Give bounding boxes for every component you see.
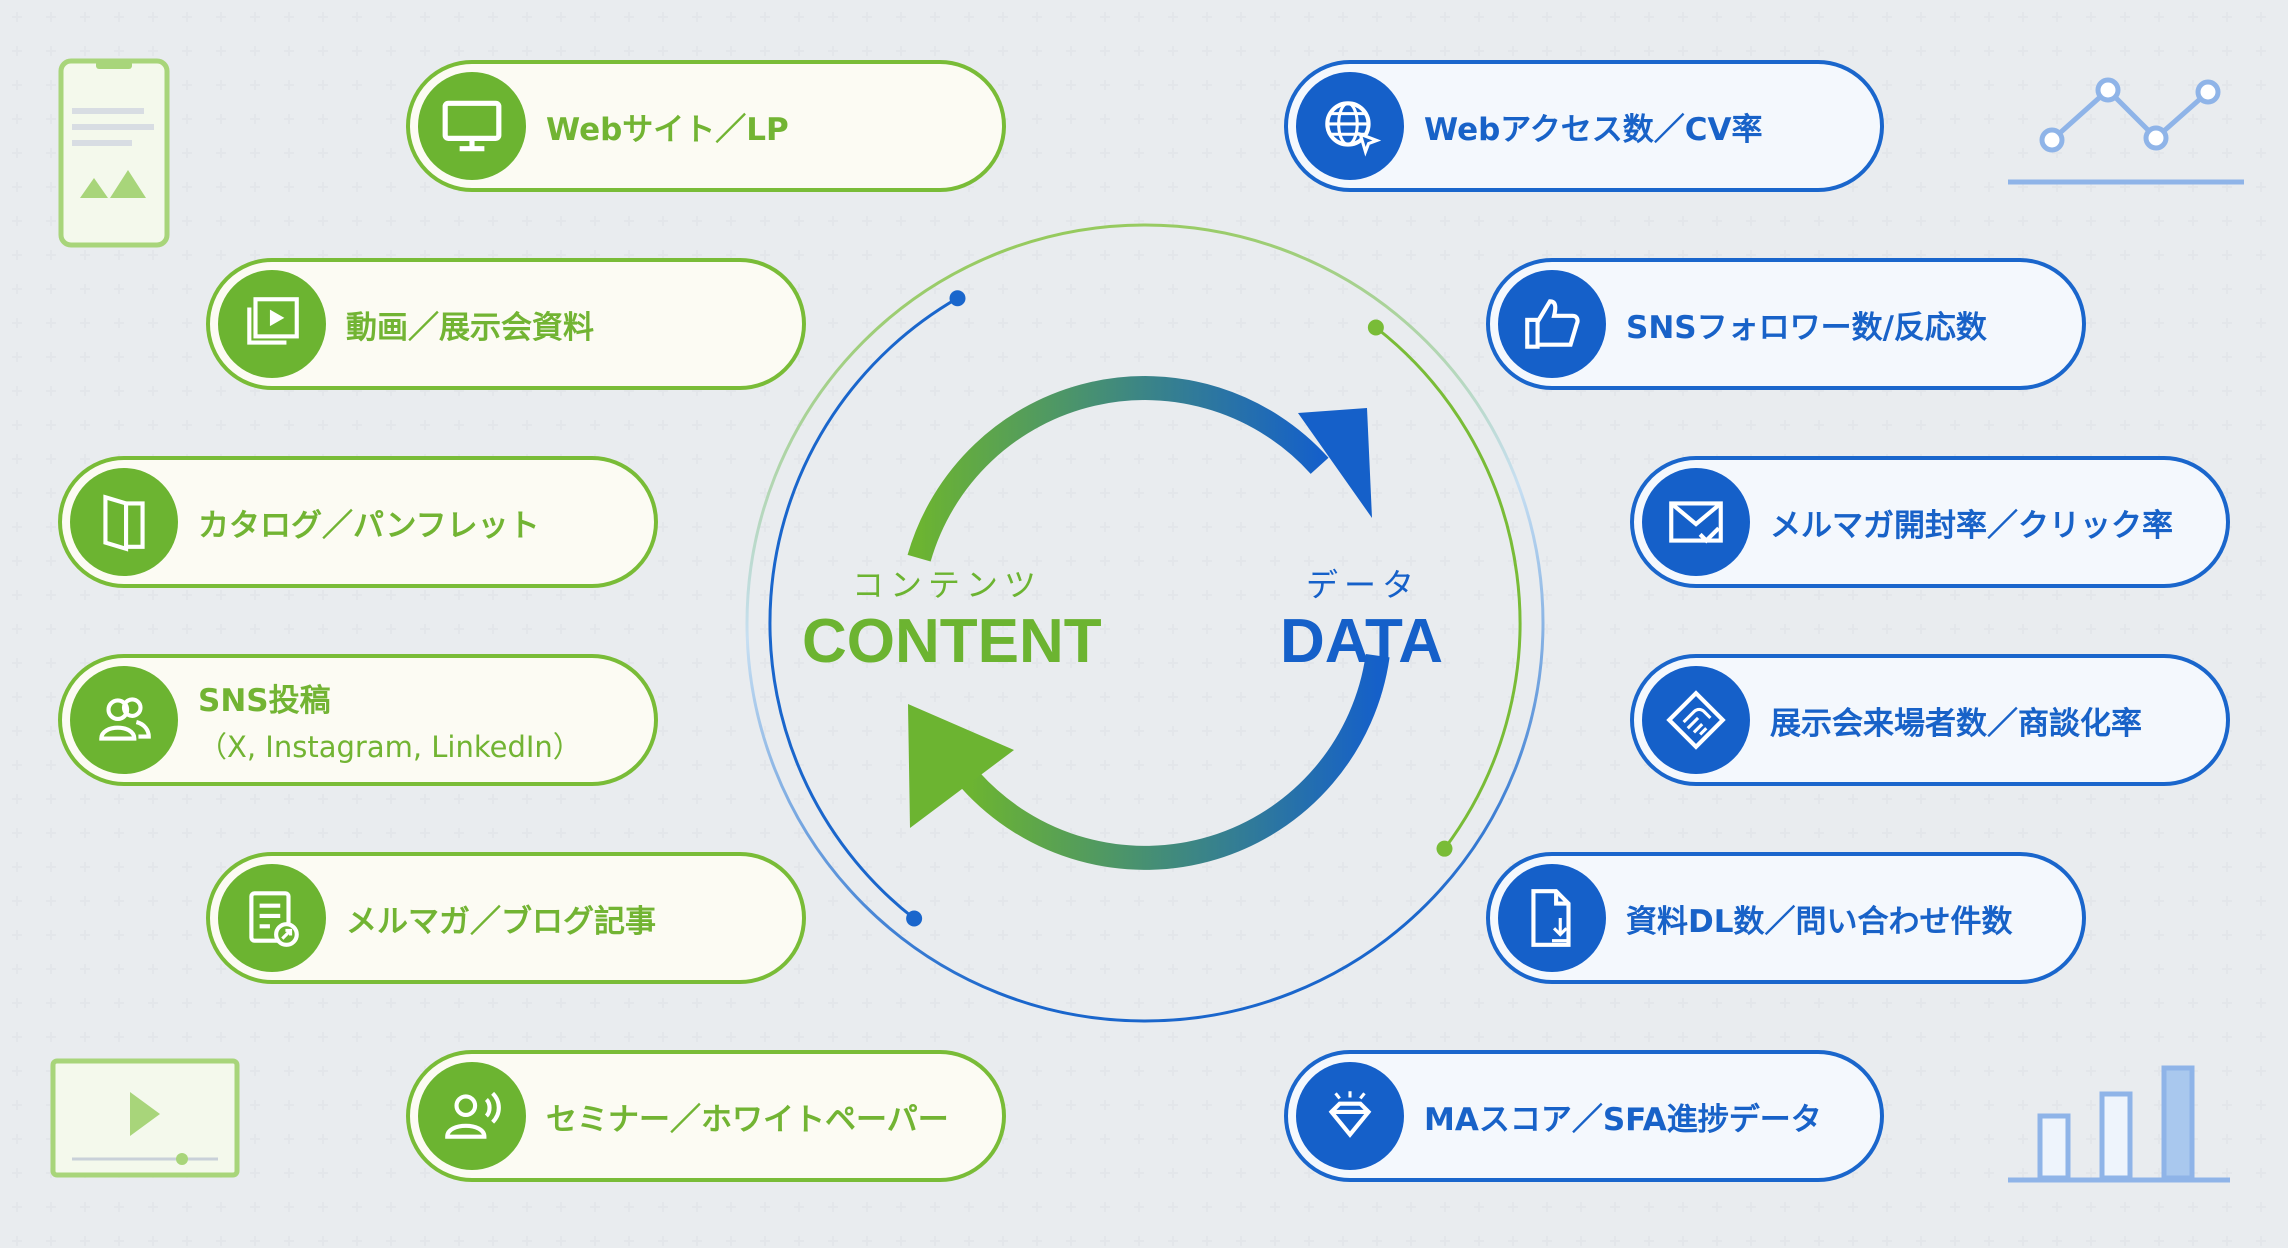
- content-item-sns: SNS投稿 （X, Instagram, LinkedIn）: [58, 654, 658, 786]
- monitor-icon: [418, 72, 526, 180]
- content-label: CONTENT: [802, 607, 1102, 676]
- brochure-icon: [70, 468, 178, 576]
- data-item-label: メルマガ開封率／クリック率: [1770, 507, 2173, 544]
- data-label: DATA: [1280, 607, 1443, 676]
- data-item-label: MAスコア／SFA進捗データ: [1424, 1101, 1822, 1138]
- sns-sub-label: （X, Instagram, LinkedIn）: [198, 729, 582, 764]
- data-item-label: Webアクセス数／CV率: [1424, 111, 1763, 148]
- video-slides-icon: [218, 270, 326, 378]
- bar-chart-illustration: [2008, 1065, 2230, 1183]
- cycle-diagram: [745, 223, 1545, 1023]
- smartphone-illustration: [58, 58, 170, 248]
- orbit-arc-green: [1374, 326, 1522, 850]
- data-item-download: 資料DL数／問い合わせ件数: [1486, 852, 2086, 984]
- cycle-arrow-top: [907, 376, 1329, 562]
- data-item-label: 展示会来場者数／商談化率: [1770, 705, 2142, 742]
- cycle-arrow-bottom: [961, 654, 1390, 870]
- data-item-web-access: Webアクセス数／CV率: [1284, 60, 1884, 192]
- content-item-label: メルマガ／ブログ記事: [346, 903, 656, 940]
- sns-label: SNS投稿: [198, 682, 331, 719]
- data-item-label: 資料DL数／問い合わせ件数: [1626, 903, 2013, 940]
- orbit-dot-blue: [949, 290, 966, 307]
- outer-ring: [745, 223, 1545, 1023]
- arrowhead-left: [908, 704, 1014, 828]
- content-item-catalog: カタログ／パンフレット: [58, 456, 658, 588]
- users-icon: [70, 666, 178, 774]
- arrowhead-right: [1298, 408, 1372, 518]
- content-item-label: 動画／展示会資料: [346, 309, 594, 346]
- globe-cursor-icon: [1296, 72, 1404, 180]
- orbit-dot-green: [1436, 840, 1453, 857]
- orbit-arc-blue: [768, 296, 959, 920]
- content-item-label: Webサイト／LP: [546, 111, 789, 148]
- orbit-dot-green: [1367, 319, 1384, 336]
- orbit-dot-blue: [906, 910, 923, 927]
- data-item-exhibition: 展示会来場者数／商談化率: [1630, 654, 2230, 786]
- data-item-sns-followers: SNSフォロワー数/反応数: [1486, 258, 2086, 390]
- data-kana: データ: [1306, 566, 1421, 604]
- speaker-icon: [418, 1062, 526, 1170]
- article-share-icon: [218, 864, 326, 972]
- file-download-icon: [1498, 864, 1606, 972]
- thumbs-up-icon: [1498, 270, 1606, 378]
- content-item-video: 動画／展示会資料: [206, 258, 806, 390]
- data-item-mail-open: メルマガ開封率／クリック率: [1630, 456, 2230, 588]
- video-player-illustration: [50, 1058, 240, 1178]
- line-chart-illustration: [2008, 77, 2244, 185]
- content-item-label: SNS投稿 （X, Instagram, LinkedIn）: [198, 675, 582, 766]
- content-item-label: セミナー／ホワイトペーパー: [546, 1101, 949, 1138]
- data-item-label: SNSフォロワー数/反応数: [1626, 309, 1987, 346]
- content-item-website: Webサイト／LP: [406, 60, 1006, 192]
- mail-check-icon: [1642, 468, 1750, 576]
- handshake-icon: [1642, 666, 1750, 774]
- diamond-icon: [1296, 1062, 1404, 1170]
- data-item-ma-score: MAスコア／SFA進捗データ: [1284, 1050, 1884, 1182]
- content-item-label: カタログ／パンフレット: [198, 507, 540, 544]
- content-item-seminar: セミナー／ホワイトペーパー: [406, 1050, 1006, 1182]
- content-kana: コンテンツ: [852, 566, 1043, 604]
- content-item-newsletter: メルマガ／ブログ記事: [206, 852, 806, 984]
